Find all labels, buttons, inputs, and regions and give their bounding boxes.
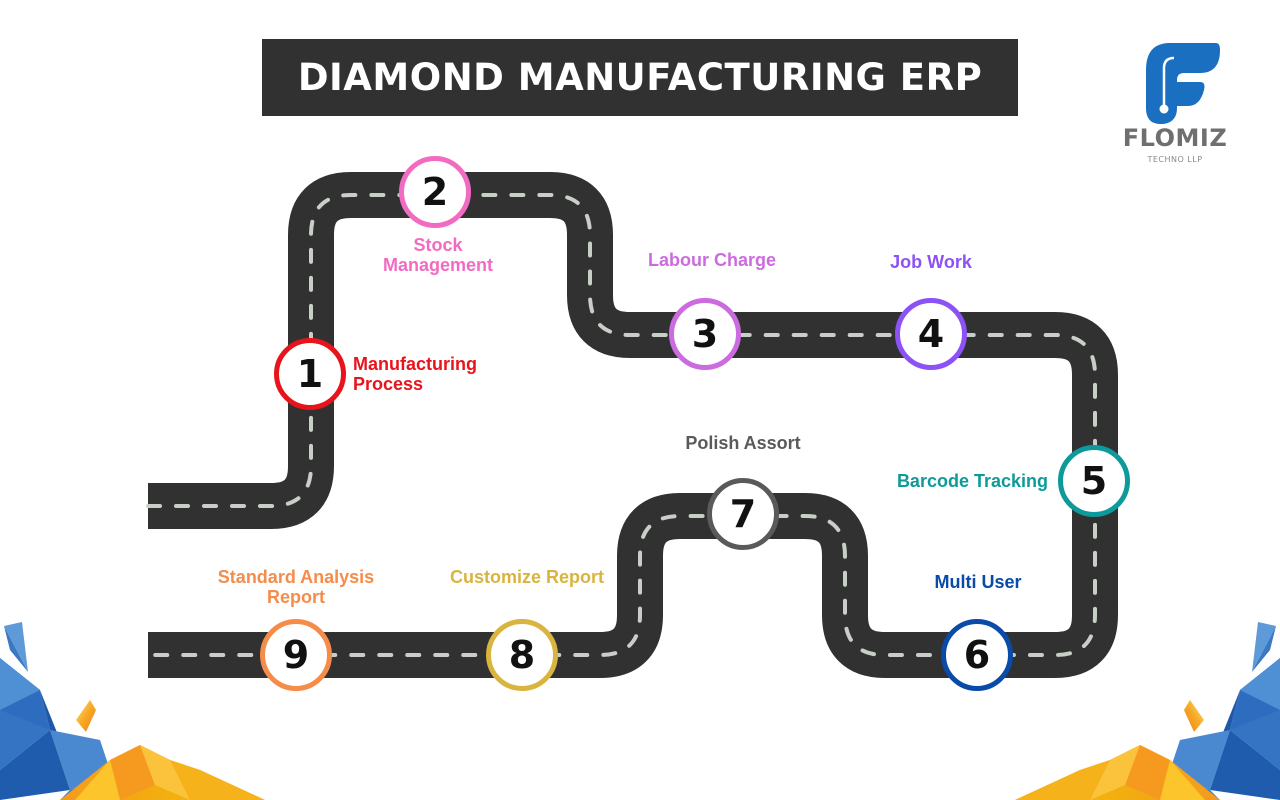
step-7-number: 7 (729, 492, 757, 536)
step-8-label: Customize Report (450, 567, 604, 587)
low-poly-crystal-decoration-right (1015, 622, 1280, 800)
step-6-marker: 6 (941, 619, 1013, 691)
step-1-label-line-1: Manufacturing (353, 354, 477, 374)
page-title: DIAMOND MANUFACTURING ERP (297, 56, 983, 99)
step-1-label: Manufacturing Process (353, 354, 477, 394)
step-3-label-line-1: Labour Charge (647, 250, 777, 270)
low-poly-crystal-decoration-left (0, 622, 265, 800)
step-4-marker: 4 (895, 298, 967, 370)
step-1-label-line-2: Process (353, 374, 424, 394)
step-3-number: 3 (691, 312, 719, 356)
step-2-label-line-1: Stock (413, 235, 463, 255)
step-5-label: Barcode Tracking (897, 471, 1048, 491)
step-9-marker: 9 (260, 619, 332, 691)
step-1-number: 1 (296, 352, 324, 396)
step-3-marker: 3 (669, 298, 741, 370)
step-8-number: 8 (508, 633, 536, 677)
step-5-marker: 5 (1058, 445, 1130, 517)
step-9-label-line-2: Report (266, 587, 325, 607)
step-1-marker: 1 (274, 338, 346, 410)
step-3-label: Labour Charge (648, 250, 776, 270)
brand-subtitle: TECHNO LLP (1147, 155, 1203, 164)
step-6-number: 6 (963, 633, 991, 677)
step-8-marker: 8 (486, 619, 558, 691)
step-6-label-line-1: Multi User (934, 572, 1022, 592)
step-5-label-line-1: Barcode Tracking (896, 471, 1048, 491)
step-9-label: Standard Analysis Report (218, 567, 374, 607)
step-8-label-line-1: Customize Report (449, 567, 605, 587)
step-2-marker: 2 (399, 156, 471, 228)
step-9-label-line-1: Standard Analysis (217, 567, 375, 587)
brand-name: FLOMIZ (1122, 124, 1228, 152)
step-7-label: Polish Assort (685, 433, 800, 453)
step-4-label-line-1: Job Work (890, 252, 972, 272)
step-9-number: 9 (282, 633, 310, 677)
step-7-label-line-1: Polish Assort (685, 433, 801, 453)
flomiz-f-logo-icon (1146, 43, 1220, 124)
title-banner: DIAMOND MANUFACTURING ERP (262, 39, 1018, 116)
step-2-label-line-2: Management (382, 255, 494, 275)
step-4-number: 4 (917, 312, 945, 356)
step-7-marker: 7 (707, 478, 779, 550)
step-2-number: 2 (421, 170, 449, 214)
step-6-label: Multi User (934, 572, 1021, 592)
step-2-label: Stock Management (383, 235, 493, 275)
step-5-number: 5 (1080, 459, 1108, 503)
step-4-label: Job Work (890, 252, 972, 272)
